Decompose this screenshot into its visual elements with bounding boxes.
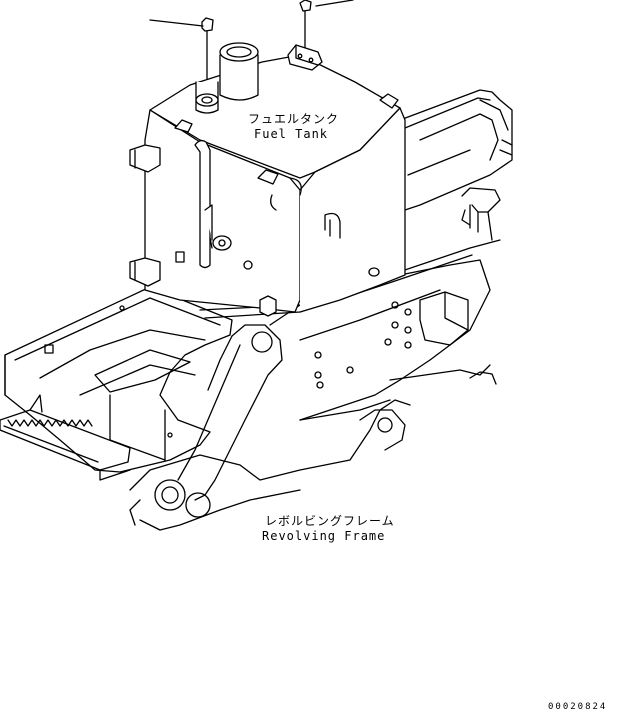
- leader-lines: [150, 0, 353, 26]
- step-box: [0, 287, 232, 480]
- drawing-number: 00020824: [548, 702, 608, 712]
- fuel-tank-label-en: Fuel Tank: [254, 127, 329, 141]
- cap-bolt-right: [300, 0, 311, 48]
- revolving-frame-label-jp: レボルビングフレーム: [265, 514, 395, 528]
- fuel-tank-label-jp: フュエルタンク: [248, 112, 340, 126]
- fuel-tank: [130, 43, 405, 316]
- revolving-frame-label-en: Revolving Frame: [262, 529, 386, 543]
